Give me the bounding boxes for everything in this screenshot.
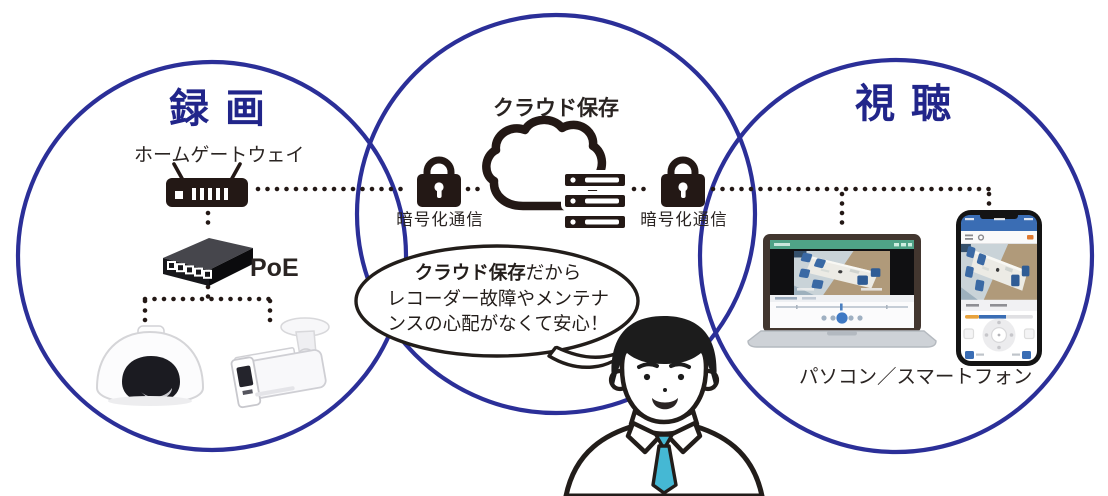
right-circle bbox=[697, 57, 1095, 455]
right-circle-title: 視聴 bbox=[855, 82, 967, 126]
laptop-image bbox=[747, 234, 937, 348]
person-illustration bbox=[563, 316, 765, 496]
left-circle bbox=[15, 59, 409, 453]
dome-camera-icon bbox=[95, 325, 205, 406]
dotted-connections bbox=[142, 186, 992, 330]
encryption-label-right: 暗号化通信 bbox=[640, 211, 728, 229]
devices-label: パソコン／スマートフォン bbox=[799, 366, 1033, 388]
bubble-line-1: クラウド保存だから bbox=[414, 262, 582, 283]
speech-bubble bbox=[354, 244, 640, 369]
home-gateway-label: ホームゲートウェイ bbox=[134, 145, 305, 166]
encryption-lock-left-icon bbox=[417, 156, 461, 207]
bullet-camera-icon bbox=[230, 317, 330, 409]
server-rack-icon bbox=[561, 170, 629, 232]
smartphone-image bbox=[956, 210, 1042, 366]
bubble-line-2: レコーダー故障やメンテナ bbox=[386, 287, 609, 309]
bubble-line-3: ンスの心配がなくて安心！ bbox=[387, 313, 609, 334]
poe-label: PoE bbox=[250, 254, 299, 282]
left-circle-title: 録画 bbox=[169, 87, 281, 131]
cloud-circle-title: クラウド保存 bbox=[493, 97, 619, 120]
cloud-storage-icon bbox=[482, 115, 629, 232]
encryption-label-left: 暗号化通信 bbox=[396, 211, 484, 229]
speech-bubble-text: クラウド保存だから レコーダー故障やメンテナ ンスの心配がなくて安心！ bbox=[372, 260, 624, 337]
cloud-circle bbox=[354, 12, 758, 416]
encryption-lock-right-icon bbox=[661, 156, 705, 207]
router-icon bbox=[166, 162, 248, 207]
poe-switch-icon bbox=[163, 238, 253, 286]
